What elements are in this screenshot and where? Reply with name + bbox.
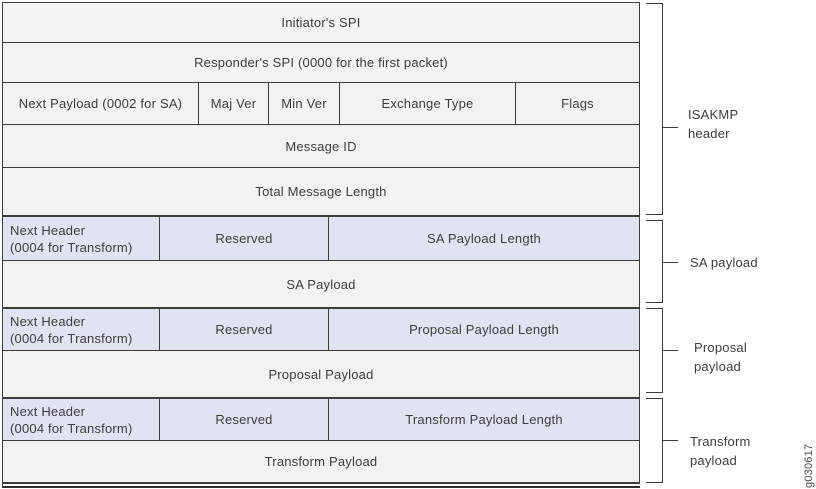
field-label-next-payload: Next Payload (0002 for SA): [18, 96, 183, 111]
field-label-initiators-spi: Initiator's SPI: [281, 15, 361, 30]
cell-exchange-type: Exchange Type: [339, 83, 515, 124]
row-version-exchange-flags: Next Payload (0002 for SA) Maj Ver Min V…: [2, 82, 640, 125]
field-label-next-header-line2: (0004 for Transform): [10, 239, 133, 255]
field-label-exchange-type: Exchange Type: [381, 96, 474, 111]
label-line: payload: [694, 359, 741, 374]
bracket-sa-payload: [646, 220, 663, 303]
cell-reserved-sa: Reserved: [159, 217, 328, 260]
bracket-transform-payload-tick: [663, 440, 678, 441]
cell-next-header-sa: Next Header (0004 for Transform): [3, 217, 159, 260]
bracket-isakmp-header: [646, 3, 663, 215]
row-responders-spi: Responder's SPI (0000 for the first pack…: [2, 42, 640, 83]
row-initiators-spi: Initiator's SPI: [2, 2, 640, 43]
field-label-message-id: Message ID: [285, 138, 357, 154]
bracket-transform-payload: [646, 398, 663, 483]
cell-next-header-proposal: Next Header (0004 for Transform): [3, 309, 159, 350]
row-transform-payload: Transform Payload: [2, 440, 640, 484]
field-label-min-ver: Min Ver: [281, 96, 327, 111]
field-label-proposal-payload: Proposal Payload: [268, 366, 374, 382]
label-sa-payload: SA payload: [690, 253, 758, 272]
cell-proposal-payload-length: Proposal Payload Length: [328, 309, 639, 350]
field-label-responders-spi: Responder's SPI (0000 for the first pack…: [194, 55, 448, 70]
field-label-flags: Flags: [561, 96, 594, 111]
table-continuation-stub: [2, 483, 3, 487]
cell-flags: Flags: [515, 83, 639, 124]
field-label-next-header-line1: Next Header: [10, 313, 86, 329]
bracket-proposal-payload-tick: [663, 350, 678, 351]
label-proposal-payload: Proposal payload: [694, 338, 747, 376]
field-label-reserved: Reserved: [215, 322, 273, 337]
row-transform-payload-header: Next Header (0004 for Transform) Reserve…: [2, 397, 640, 441]
field-label-transform-payload: Transform Payload: [264, 454, 378, 469]
bracket-sa-payload-tick: [663, 262, 678, 263]
cell-reserved-transform: Reserved: [159, 399, 328, 440]
cell-min-ver: Min Ver: [268, 83, 339, 124]
label-line: SA payload: [690, 255, 758, 270]
row-proposal-payload: Proposal Payload: [2, 350, 640, 398]
row-message-id: Message ID: [2, 124, 640, 168]
table-continuation-line: [2, 486, 640, 488]
field-label-reserved: Reserved: [215, 412, 273, 427]
field-label-next-header-line2: (0004 for Transform): [10, 330, 133, 346]
bracket-isakmp-header-tick: [663, 127, 678, 128]
label-line: header: [688, 126, 730, 141]
label-isakmp-header: ISAKMP header: [688, 105, 738, 143]
field-label-next-header-line2: (0004 for Transform): [10, 420, 133, 436]
label-line: ISAKMP: [688, 107, 739, 122]
field-label-sa-payload-length: SA Payload Length: [427, 231, 541, 246]
label-line: Proposal: [694, 340, 747, 355]
row-proposal-payload-header: Next Header (0004 for Transform) Reserve…: [2, 307, 640, 351]
row-total-message-length: Total Message Length: [2, 167, 640, 216]
field-label-next-header-line1: Next Header: [10, 403, 86, 419]
label-line: payload: [690, 453, 737, 468]
label-transform-payload: Transform payload: [690, 432, 751, 470]
field-label-reserved: Reserved: [215, 231, 273, 246]
cell-sa-payload-length: SA Payload Length: [328, 217, 639, 260]
field-label-maj-ver: Maj Ver: [210, 96, 257, 111]
field-label-next-header-line1: Next Header: [10, 222, 86, 238]
cell-next-header-transform: Next Header (0004 for Transform): [3, 399, 159, 440]
label-line: Transform: [690, 434, 751, 449]
field-label-proposal-payload-length: Proposal Payload Length: [409, 322, 559, 337]
row-sa-payload-header: Next Header (0004 for Transform) Reserve…: [2, 215, 640, 261]
cell-maj-ver: Maj Ver: [198, 83, 268, 124]
cell-reserved-proposal: Reserved: [159, 309, 328, 350]
figure-id-watermark: g030617: [803, 443, 815, 488]
field-label-sa-payload: SA Payload: [286, 276, 356, 292]
row-sa-payload: SA Payload: [2, 260, 640, 308]
cell-transform-payload-length: Transform Payload Length: [328, 399, 639, 440]
bracket-proposal-payload: [646, 308, 663, 393]
cell-next-payload: Next Payload (0002 for SA): [3, 83, 198, 124]
field-label-total-message-length: Total Message Length: [255, 184, 387, 199]
field-label-transform-payload-length: Transform Payload Length: [405, 412, 563, 427]
